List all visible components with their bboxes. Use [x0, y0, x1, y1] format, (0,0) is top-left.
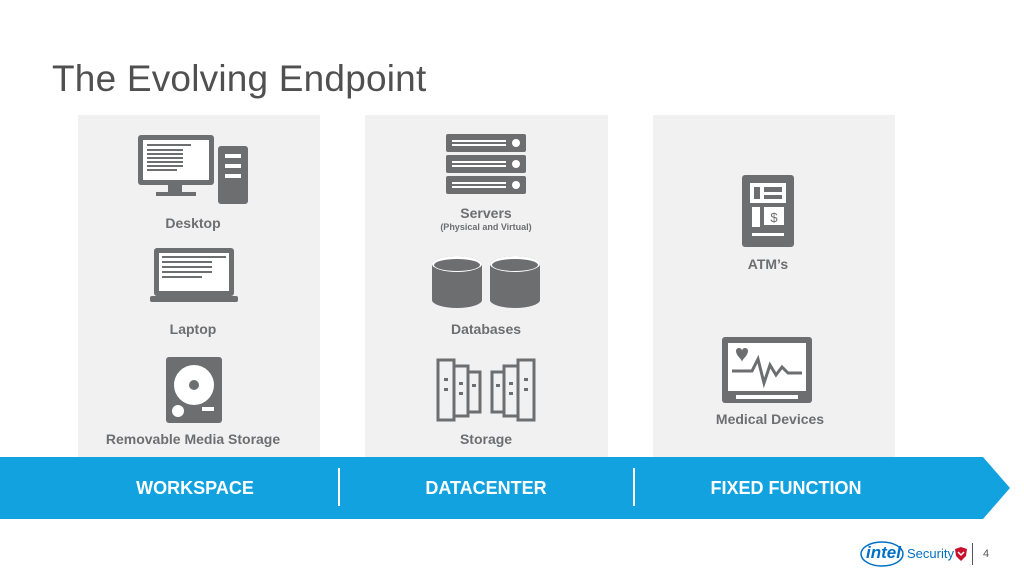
storage-array-icon [436, 358, 536, 422]
database-icon [432, 256, 540, 308]
servers-label: Servers [460, 205, 512, 221]
brand-security: Security [907, 546, 954, 561]
desktop-label: Desktop [165, 215, 221, 231]
laptop-label: Laptop [169, 321, 217, 337]
category-banner [0, 457, 1010, 519]
brand-intel: intel [866, 543, 901, 562]
atm-icon: $ [742, 175, 794, 247]
laptop-icon [150, 248, 238, 302]
shield-icon [955, 547, 967, 561]
banner-fixed-function: FIXED FUNCTION [710, 478, 862, 498]
page-title: The Evolving Endpoint [52, 58, 427, 99]
banner-divider [633, 468, 635, 506]
servers-sublabel: (Physical and Virtual) [440, 222, 532, 232]
storage-label: Storage [459, 431, 513, 447]
desktop-icon [138, 135, 248, 204]
databases-label: Databases [450, 321, 522, 337]
footer-divider [972, 543, 973, 565]
banner-workspace: WORKSPACE [136, 478, 254, 498]
svg-text:$: $ [770, 210, 778, 225]
hard-drive-icon [166, 357, 222, 423]
banner-datacenter: DATACENTER [425, 478, 547, 498]
server-rack-icon [446, 134, 526, 194]
medical-monitor-icon [722, 337, 812, 403]
page-number: 4 [983, 548, 990, 560]
intel-logo-swoosh [860, 541, 904, 567]
fixed-function-panel [653, 115, 895, 460]
removable-media-label: Removable Media Storage [105, 431, 281, 447]
atm-label: ATM’s [747, 256, 789, 272]
banner-divider [338, 468, 340, 506]
medical-devices-label: Medical Devices [715, 411, 825, 427]
